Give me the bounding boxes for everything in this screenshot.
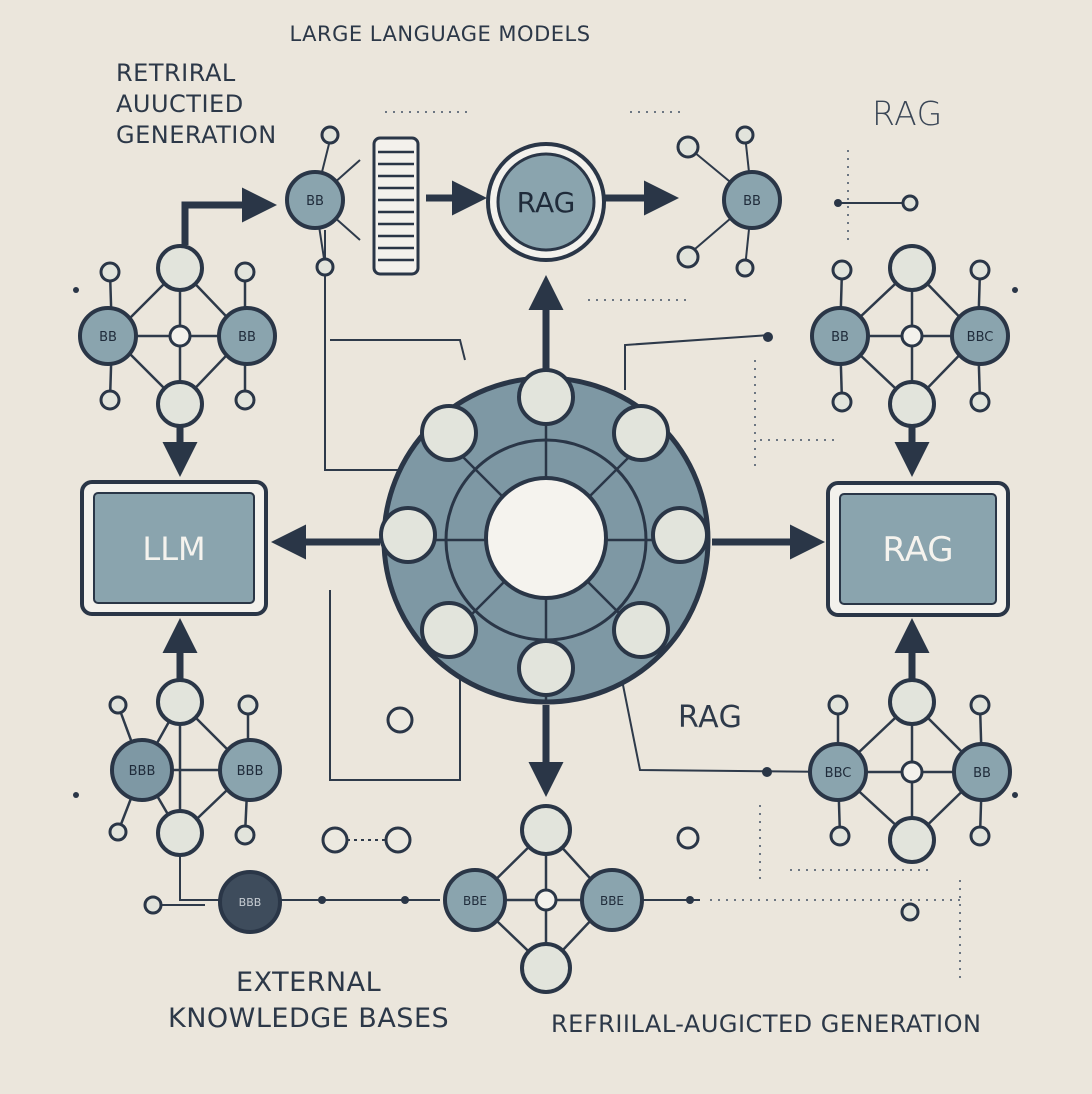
header-title: LARGE LANGUAGE MODELS: [289, 22, 591, 46]
ll-right-node-label: BBB: [237, 764, 264, 779]
lower-left-diamond-cluster: BBB BBB BBB: [108, 678, 282, 934]
llm-block: LLM: [80, 480, 268, 616]
top-right-hub-label: BB: [743, 194, 761, 209]
bc-left-node-label: BBE: [463, 894, 487, 908]
bottom-left-title-line-2: KNOWLEDGE BASES: [168, 1003, 450, 1034]
top-left-hub: BB: [285, 125, 361, 277]
ul-left-node-label: BB: [99, 330, 117, 345]
bottom-left-title-line-1: EXTERNAL: [236, 967, 382, 998]
top-left-hub-label: BB: [306, 194, 324, 209]
top-left-title-line-3: GENERATION: [116, 121, 277, 149]
rag-block: RAG: [826, 481, 1010, 617]
rag-circle-node: RAG: [486, 142, 606, 262]
top-left-title: RETRIRAL AUUCTIED GENERATION: [116, 58, 277, 151]
top-right-hub: BB: [676, 125, 919, 278]
top-right-rag-label: RAG: [872, 94, 943, 133]
dotted-guide-lines: [329, 111, 961, 980]
connector-dots: [73, 199, 1018, 904]
ur-right-node-label: BBC: [967, 330, 994, 345]
ul-right-node-label: BB: [238, 330, 256, 345]
bottom-center-diamond-cluster: BBE BBE: [443, 804, 644, 994]
lower-right-diamond-cluster: BBC BB: [808, 678, 1012, 922]
database-stack-icon: [372, 136, 420, 276]
lr-right-node-label: BB: [973, 766, 991, 781]
middle-right-rag-label: RAG: [678, 700, 743, 735]
bl-dark-node-label: BBB: [239, 896, 262, 909]
top-left-title-line-1: RETRIRAL: [116, 59, 236, 87]
bottom-right-title: REFRIILAL-AUGICTED GENERATION: [551, 1010, 982, 1038]
small-standalone-nodes: [321, 706, 700, 854]
ll-left-node-label: BBB: [129, 764, 156, 779]
llm-block-label: LLM: [142, 530, 205, 568]
ur-left-node-label: BB: [831, 330, 849, 345]
central-network-wheel: [379, 368, 711, 705]
rag-circle-label: RAG: [517, 186, 576, 219]
bottom-left-title: EXTERNAL KNOWLEDGE BASES: [168, 965, 449, 1037]
bc-right-node-label: BBE: [600, 894, 624, 908]
lr-left-node-label: BBC: [825, 766, 852, 781]
top-left-title-line-2: AUUCTIED: [116, 90, 244, 118]
rag-block-label: RAG: [882, 530, 953, 570]
upper-left-diamond-cluster: BB BB: [78, 244, 277, 428]
upper-right-diamond-cluster: BB BBC: [810, 244, 1010, 428]
